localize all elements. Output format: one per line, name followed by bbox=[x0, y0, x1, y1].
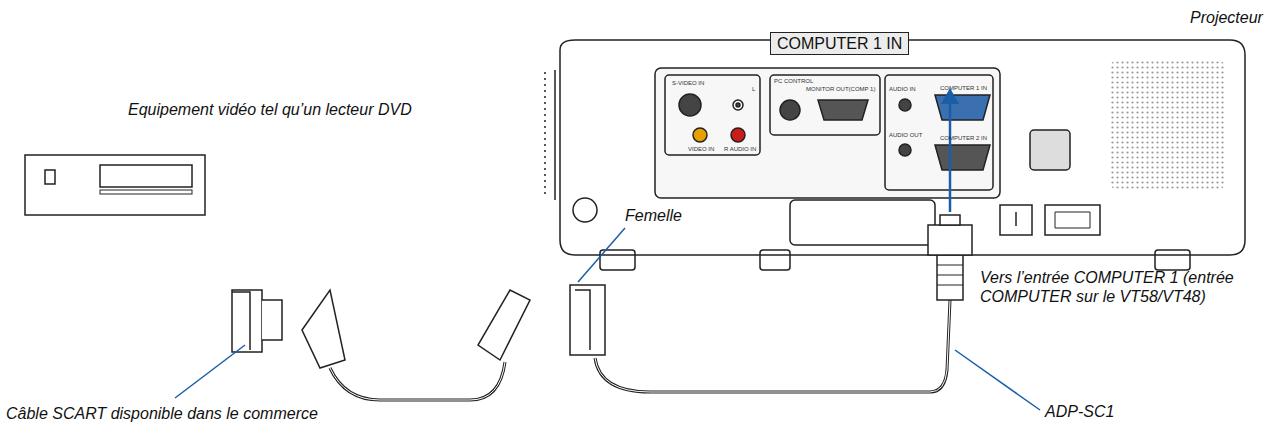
panel-text: R AUDIO IN bbox=[724, 146, 756, 153]
panel-text: L bbox=[752, 86, 755, 93]
panel-text: AUDIO OUT bbox=[889, 132, 922, 139]
panel-text: COMPUTER 2 IN bbox=[940, 135, 987, 142]
panel-text: COMPUTER 1 IN bbox=[940, 85, 987, 92]
device-name: Projecteur bbox=[1190, 8, 1263, 27]
connector-note: Femelle bbox=[625, 206, 682, 225]
panel-text: S-VIDEO IN bbox=[672, 80, 704, 87]
panel-text: MONITOR OUT(COMP 1) bbox=[806, 86, 875, 93]
cable-name: ADP-SC1 bbox=[1045, 402, 1114, 421]
panel-text: AUDIO IN bbox=[889, 86, 916, 93]
port-name: COMPUTER 1 IN bbox=[777, 35, 902, 52]
device-name: Equipement vidéo tel qu’un lecteur DVD bbox=[128, 100, 412, 119]
panel-text: VIDEO IN bbox=[688, 146, 714, 153]
cable-name: Câble SCART disponible dans le commerce bbox=[6, 404, 318, 423]
panel-text: PC CONTROL bbox=[774, 78, 813, 85]
port-label-box: COMPUTER 1 IN bbox=[770, 32, 909, 55]
connection-note: Vers l’entrée COMPUTER 1 (entrée COMPUTE… bbox=[980, 268, 1250, 306]
